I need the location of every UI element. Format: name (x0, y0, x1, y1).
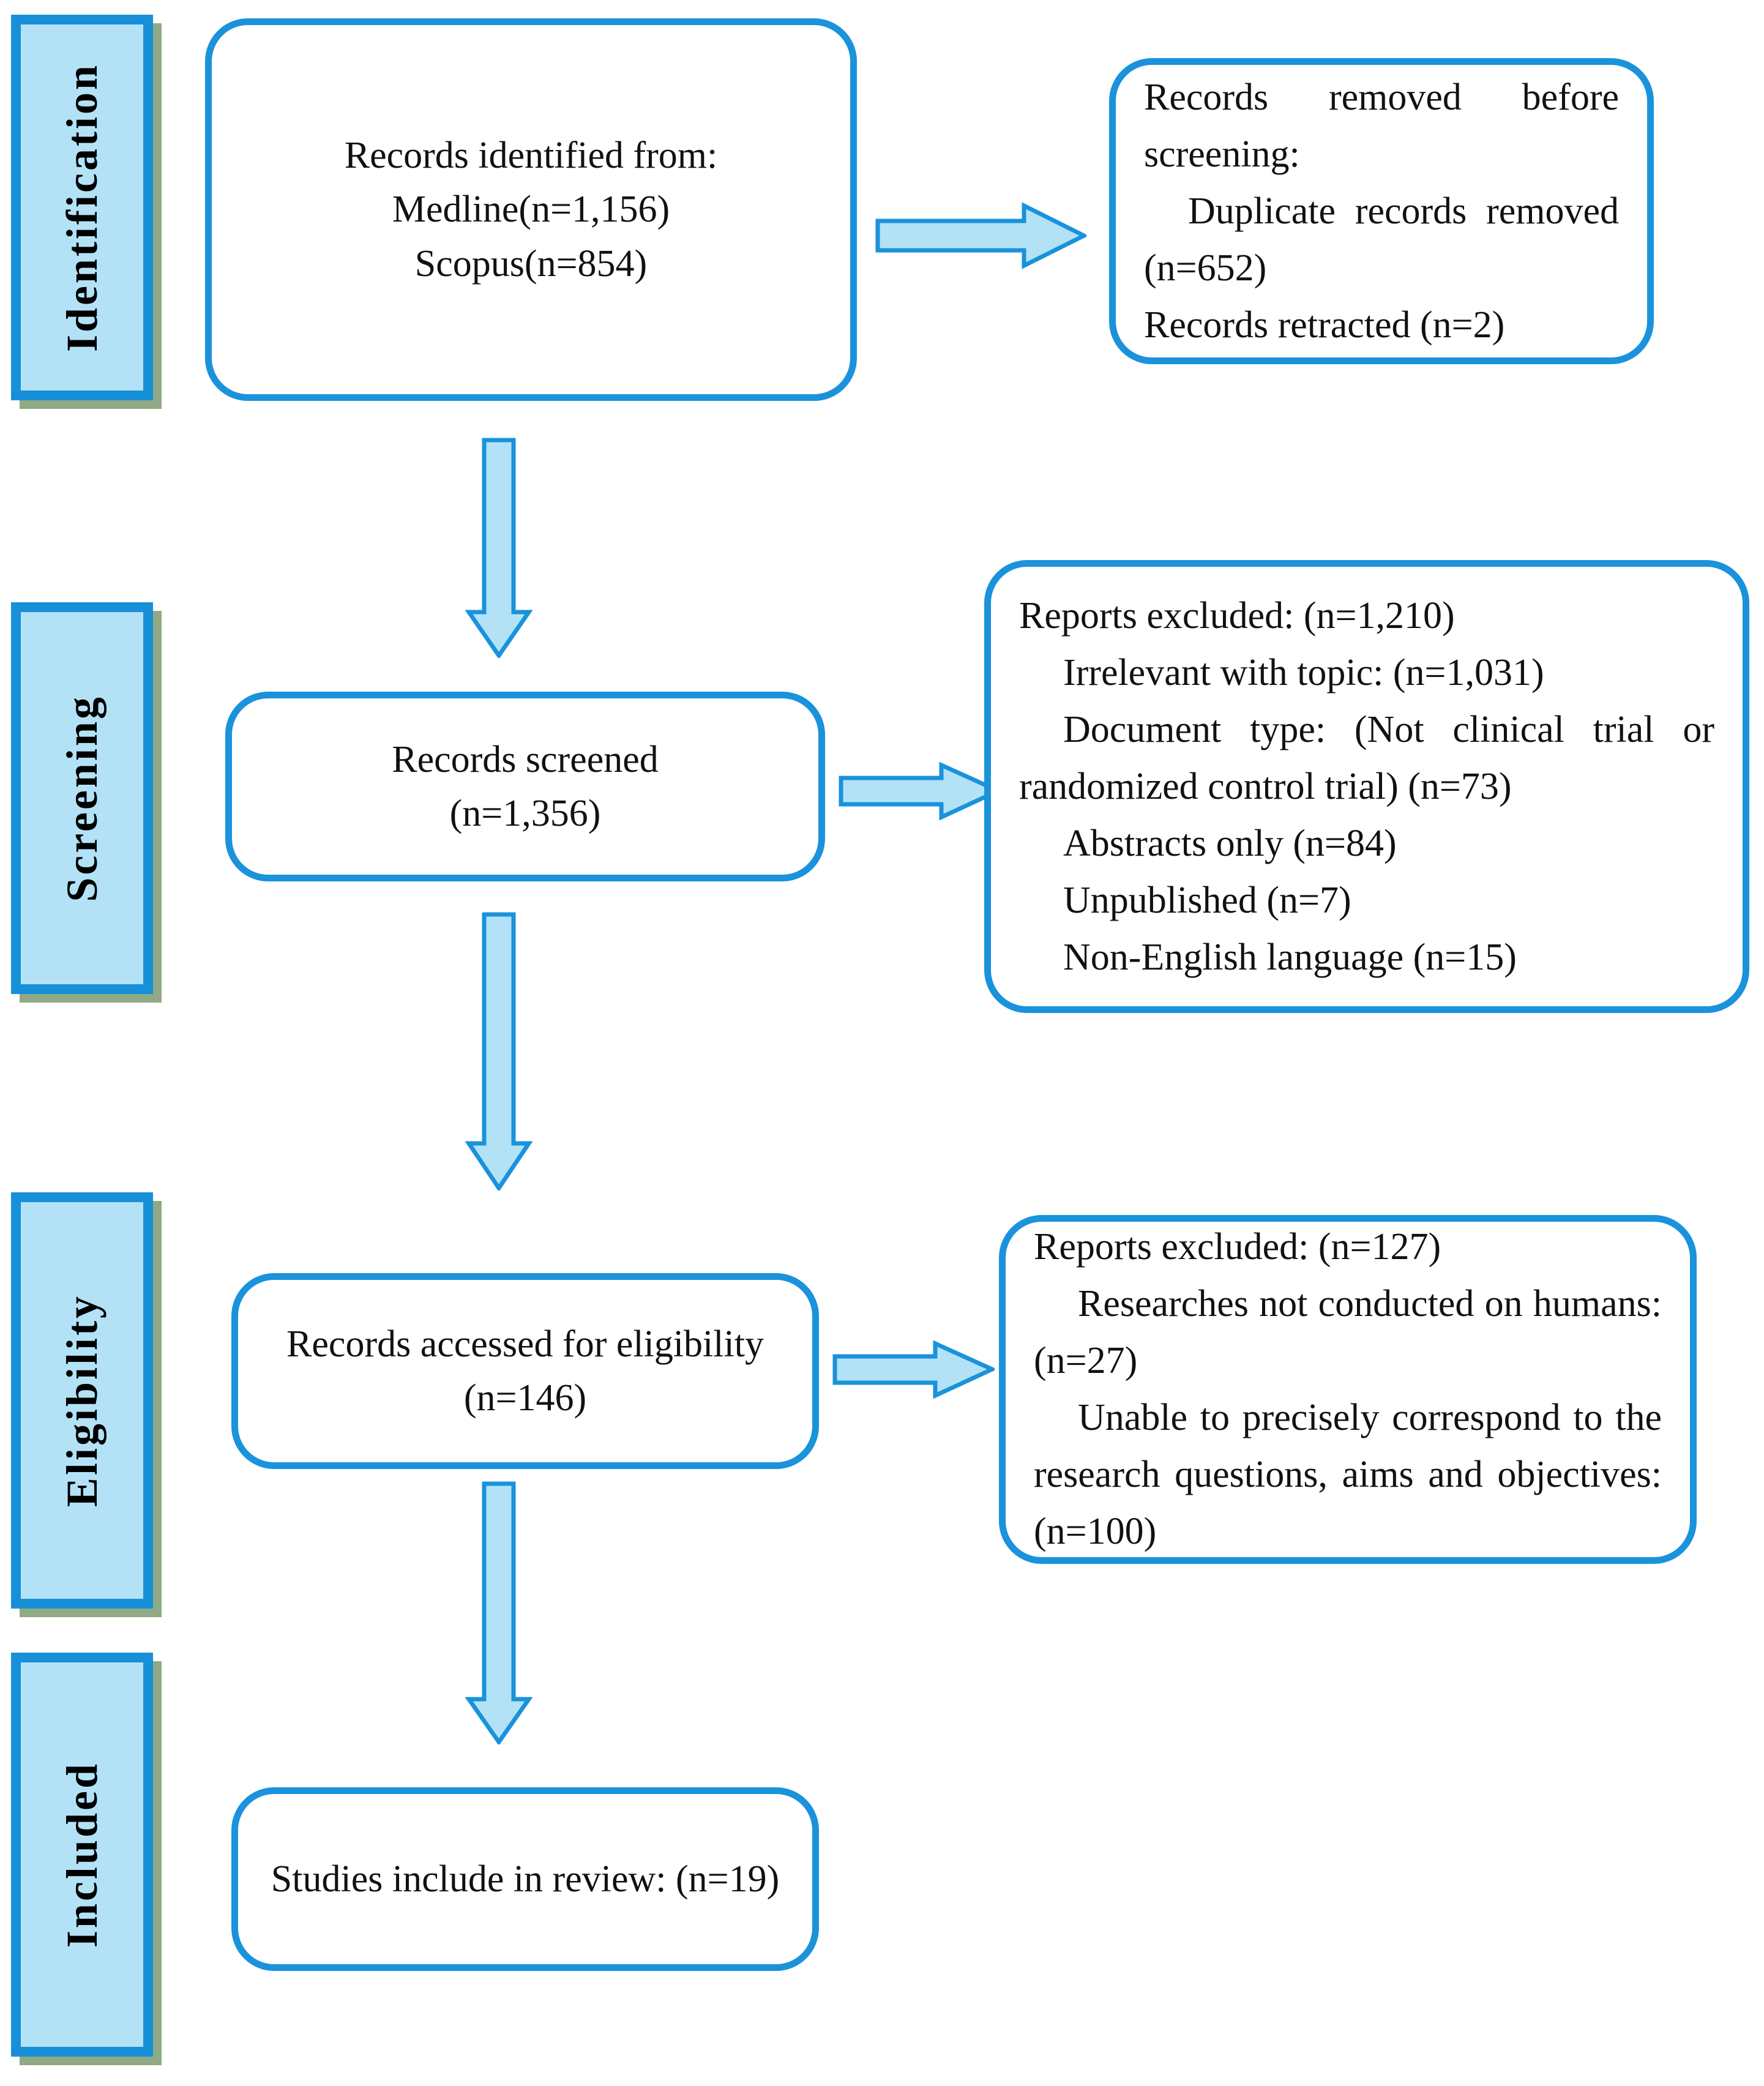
arrow-identified-to-removed (875, 202, 1086, 269)
down-arrow-icon (465, 1481, 533, 1744)
excluded-screening-paragraph-6: Non-English language (n=15) (1063, 936, 1517, 978)
right-arrow-icon (839, 762, 1001, 820)
stage-label-included-text: Included (57, 1761, 107, 1948)
stage-label-identification-text: Identification (57, 62, 107, 352)
arrow-screened-to-eligibility (465, 912, 533, 1191)
arrow-screened-to-excluded (839, 762, 1001, 820)
stage-label-identification: Identification (11, 15, 153, 400)
box-records-identified: Records identified from: Medline(n=1,156… (205, 18, 857, 401)
box-studies-included: Studies include in review: (n=19) (231, 1787, 819, 1971)
records-identified-line-1: Records identified from: (344, 135, 718, 177)
excluded-screening-paragraph-3: Document type: (Not clinical trial or ra… (1019, 708, 1714, 807)
right-arrow-icon (875, 202, 1086, 269)
excluded-eligibility-paragraph-1: Reports excluded: (n=127) (1034, 1226, 1441, 1268)
arrow-identified-to-screened (465, 438, 533, 658)
records-screened-line-2: (n=1,356) (449, 793, 601, 834)
down-arrow-icon (465, 912, 533, 1191)
box-records-screened: Records screened (n=1,356) (225, 692, 825, 881)
excluded-screening-paragraph-4: Abstracts only (n=84) (1063, 822, 1397, 864)
excluded-screening-paragraph-2: Irrelevant with topic: (n=1,031) (1063, 651, 1544, 693)
records-identified-line-2: Medline(n=1,156) (392, 189, 670, 231)
excluded-eligibility-paragraph-2: Researches not conducted on humans: (n=2… (1034, 1283, 1662, 1381)
arrow-eligibility-to-included (465, 1481, 533, 1744)
records-eligibility-line-1: Records accessed for eligibility (286, 1323, 764, 1365)
arrow-eligibility-to-excluded (832, 1340, 995, 1399)
records-identified-line-3: Scopus(n=854) (414, 242, 648, 285)
down-arrow-icon (465, 438, 533, 658)
studies-included-line-1: Studies include in review: (n=19) (271, 1858, 780, 1900)
box-records-accessed-eligibility: Records accessed for eligibility (n=146) (231, 1273, 819, 1469)
stage-label-included: Included (11, 1653, 153, 2057)
stage-label-screening: Screening (11, 602, 153, 994)
box-reports-excluded-eligibility: Reports excluded: (n=127) Researches not… (999, 1215, 1697, 1564)
stage-label-eligibility: Eligibility (11, 1192, 153, 1609)
removed-paragraph-2: Duplicate records removed (n=652) (1144, 190, 1619, 289)
excluded-eligibility-paragraph-3: Unable to precisely correspond to the re… (1034, 1397, 1662, 1552)
stage-label-screening-text: Screening (57, 694, 107, 902)
box-records-removed-before-screening: Records removed before screening: Duplic… (1109, 58, 1654, 364)
removed-paragraph-3: Records retracted (n=2) (1144, 304, 1505, 346)
excluded-screening-paragraph-1: Reports excluded: (n=1,210) (1019, 594, 1455, 637)
box-reports-excluded-screening: Reports excluded: (n=1,210) Irrelevant w… (984, 560, 1749, 1013)
records-eligibility-line-2: (n=146) (463, 1377, 587, 1419)
records-screened-line-1: Records screened (392, 738, 659, 780)
removed-paragraph-1: Records removed before screening: (1144, 76, 1619, 175)
excluded-screening-paragraph-5: Unpublished (n=7) (1063, 879, 1351, 921)
right-arrow-icon (832, 1340, 995, 1399)
stage-label-eligibility-text: Eligibility (57, 1293, 107, 1508)
